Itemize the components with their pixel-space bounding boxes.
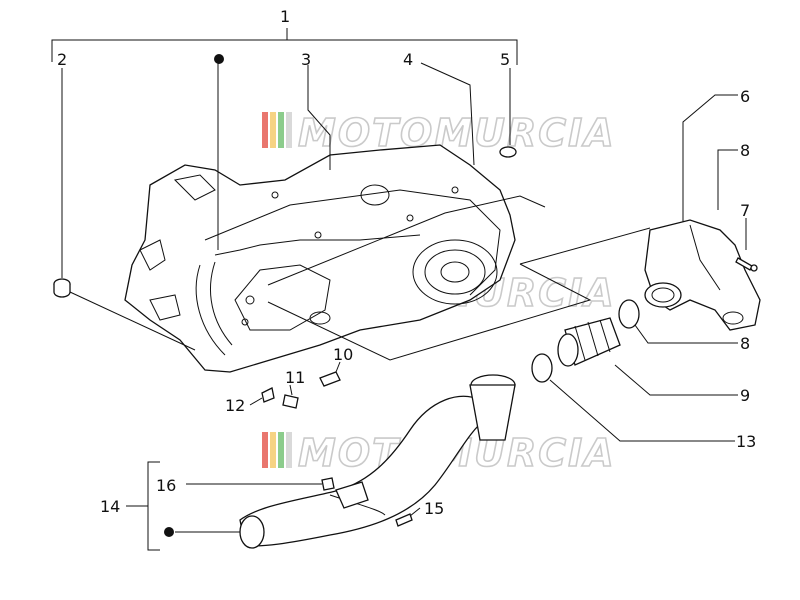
callout-11: 11: [285, 368, 305, 387]
callout-10: 10: [333, 345, 353, 364]
callout-9: 9: [740, 386, 750, 405]
leader-lines: [51, 28, 747, 551]
reference-dot: [214, 54, 224, 64]
watermark-logo-stripes: [262, 432, 292, 468]
callout-14: 14: [100, 497, 120, 516]
intake-boot-drawing: [531, 299, 640, 383]
callout-2: 2: [57, 50, 67, 69]
callout-7: 7: [740, 201, 750, 220]
callout-1: 1: [280, 7, 290, 26]
intake-housing-drawing: [644, 219, 761, 331]
callout-4: 4: [403, 50, 413, 69]
watermark-logo-stripes: [262, 112, 292, 148]
callout-8-top: 8: [740, 141, 750, 160]
small-parts-drawing: [53, 146, 517, 409]
crankcase-cover-drawing: [124, 144, 516, 373]
watermark: MOTOMURCIA: [262, 110, 616, 156]
callout-15: 15: [424, 499, 444, 518]
callout-3: 3: [301, 50, 311, 69]
watermark-text: MOTOMURCIA: [298, 111, 616, 155]
callout-16: 16: [156, 476, 176, 495]
callout-labels: 1 2 3 4 5 6 7 8 8 9 10 11 12 13 14 15 16: [57, 7, 756, 518]
callout-6: 6: [740, 87, 750, 106]
callout-5: 5: [500, 50, 510, 69]
callout-13: 13: [736, 432, 756, 451]
intake-duct-drawing: [239, 374, 516, 549]
reference-dot: [164, 527, 174, 537]
callout-12: 12: [225, 396, 245, 415]
callout-8-bottom: 8: [740, 334, 750, 353]
